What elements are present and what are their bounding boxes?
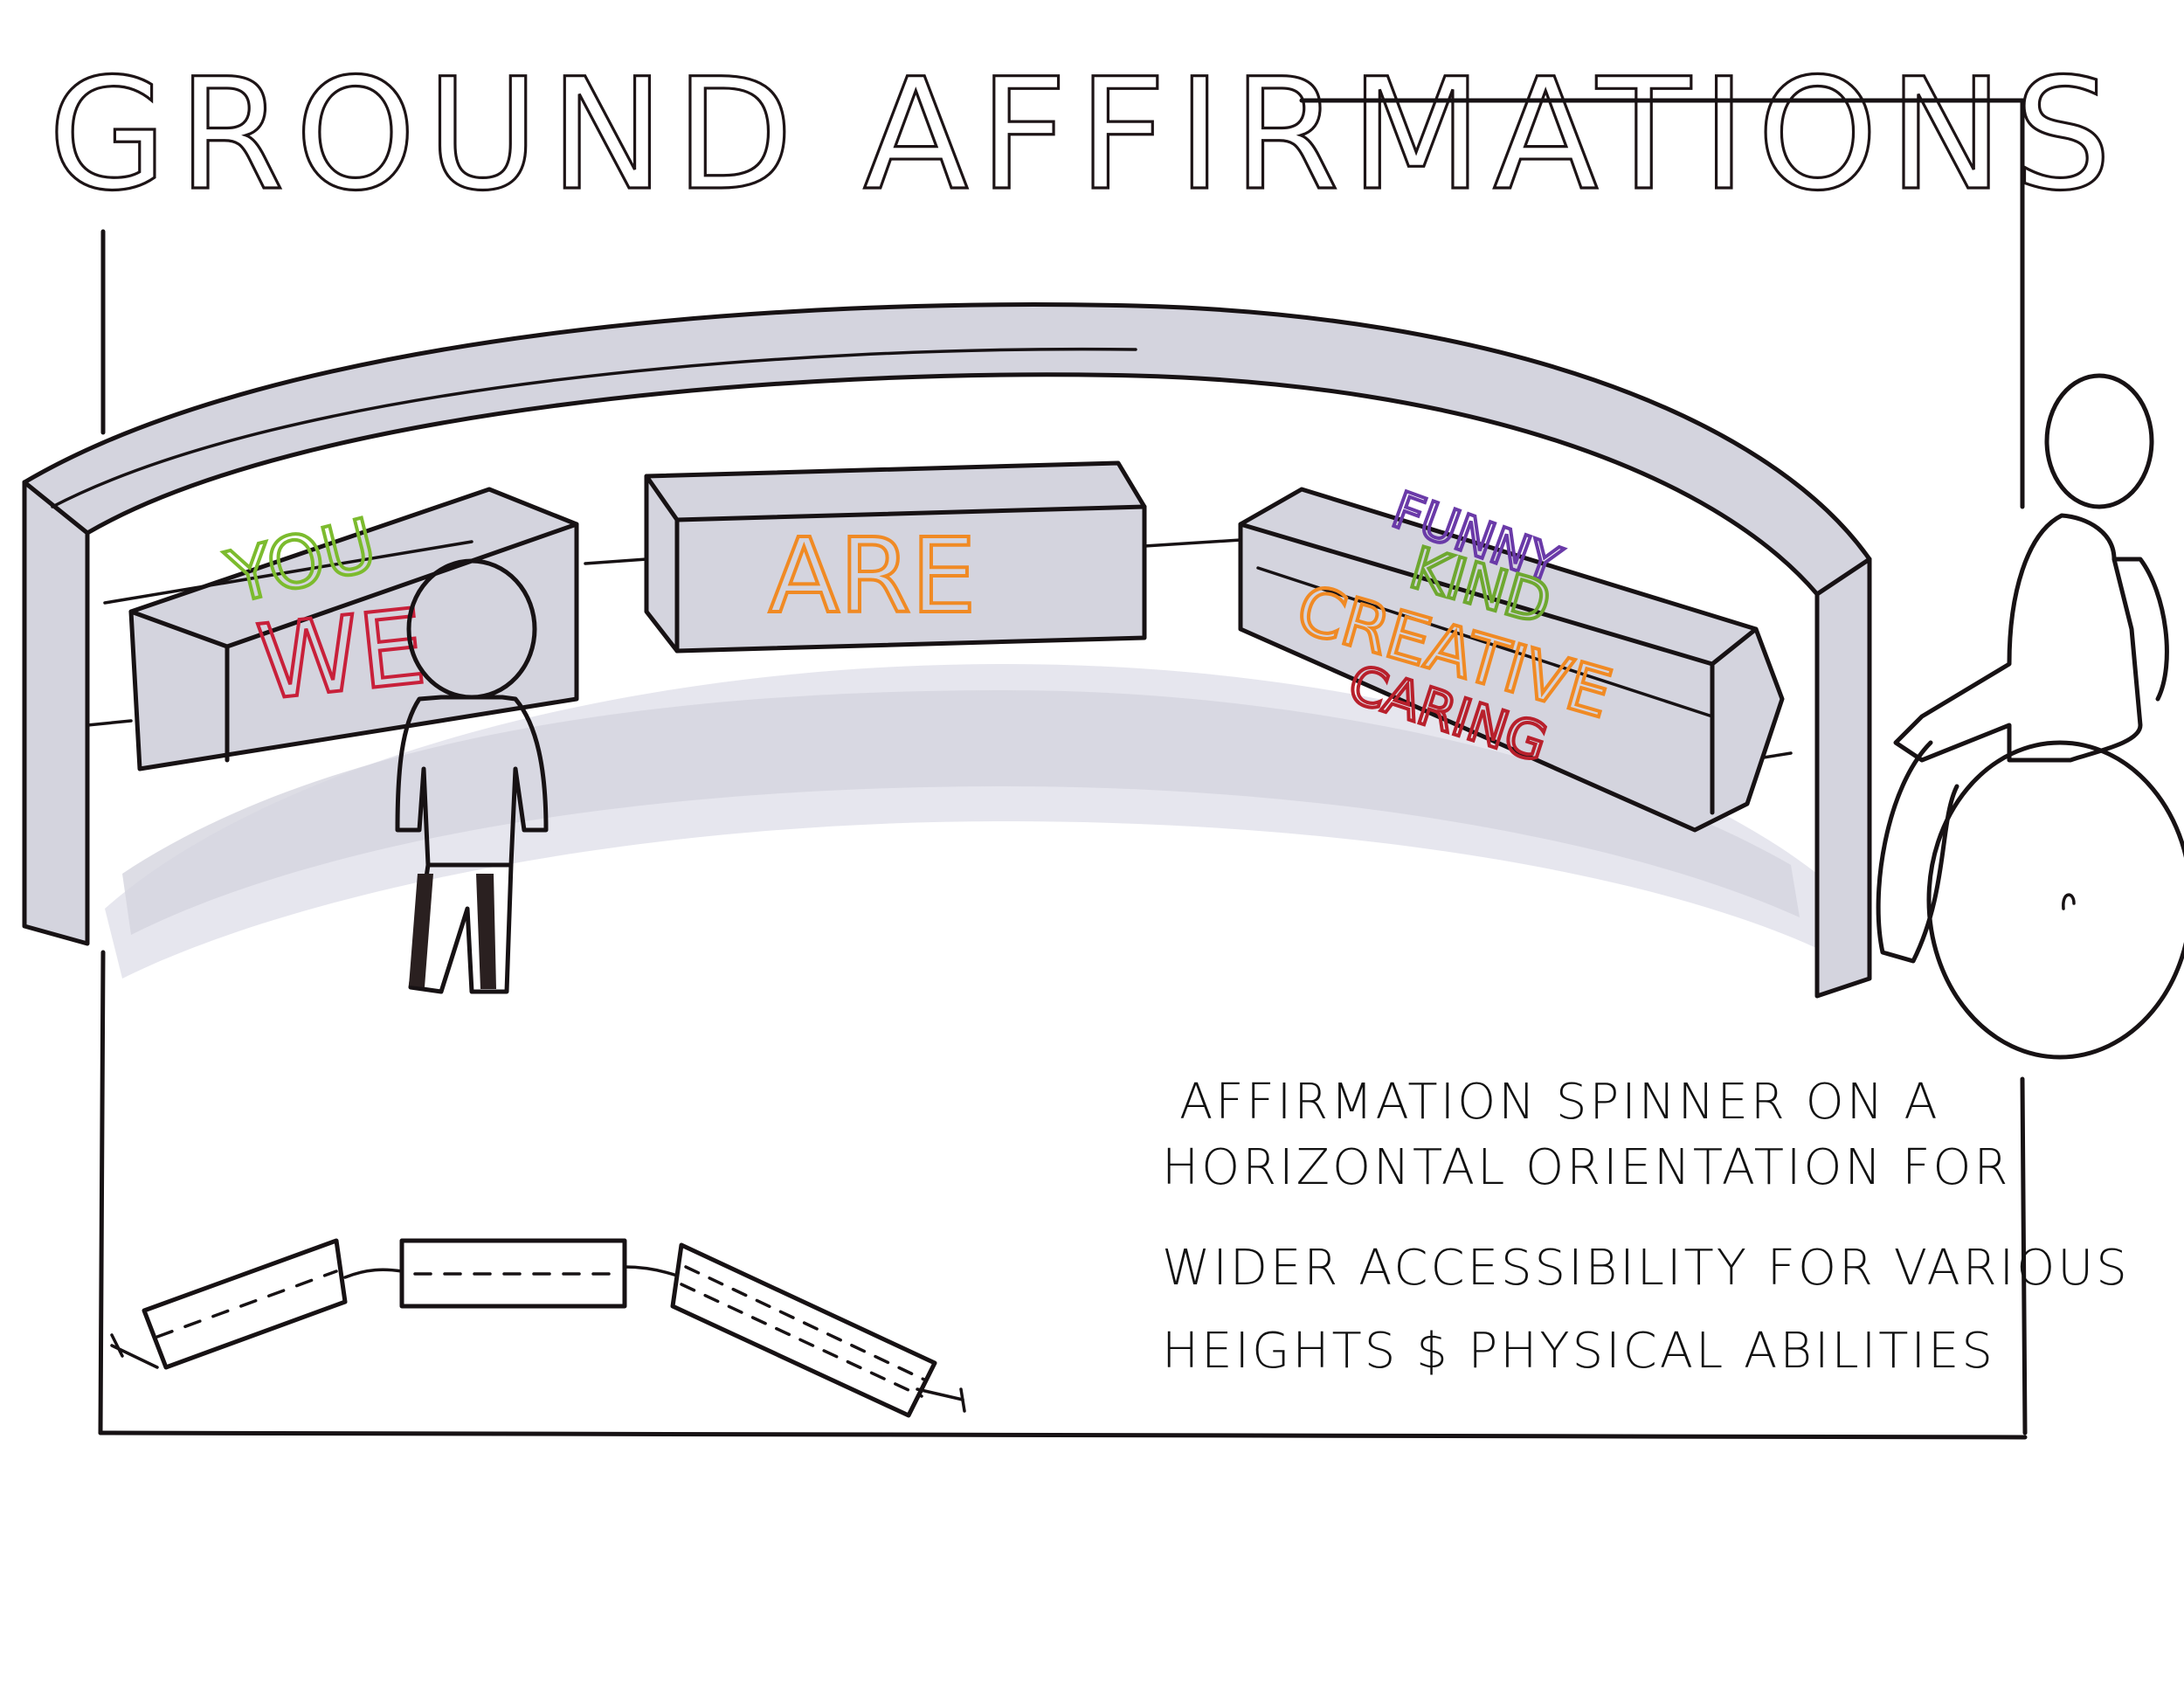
note-line-2: HORIZONTAL ORIENTATION FOR xyxy=(1162,1139,2010,1196)
note-line-1: AFFIRMATION SPINNER ON A xyxy=(1179,1074,1940,1131)
note-line-4: HEIGHTS $ PHYSICAL ABILITIES xyxy=(1162,1323,1995,1380)
word-are: ARE xyxy=(769,515,976,636)
plan-view-diagram xyxy=(112,1241,964,1415)
description-note: AFFIRMATION SPINNER ON A HORIZONTAL ORIE… xyxy=(1162,1074,2130,1380)
note-line-3: WIDER ACCESSIBILITY FOR VARIOUS xyxy=(1162,1240,2130,1297)
wheelchair-user xyxy=(1878,376,2184,1057)
spinner-middle: ARE xyxy=(646,463,1144,651)
word-we: WE xyxy=(252,586,432,723)
page-title: GROUND AFFIRMATIONS xyxy=(48,45,2122,225)
